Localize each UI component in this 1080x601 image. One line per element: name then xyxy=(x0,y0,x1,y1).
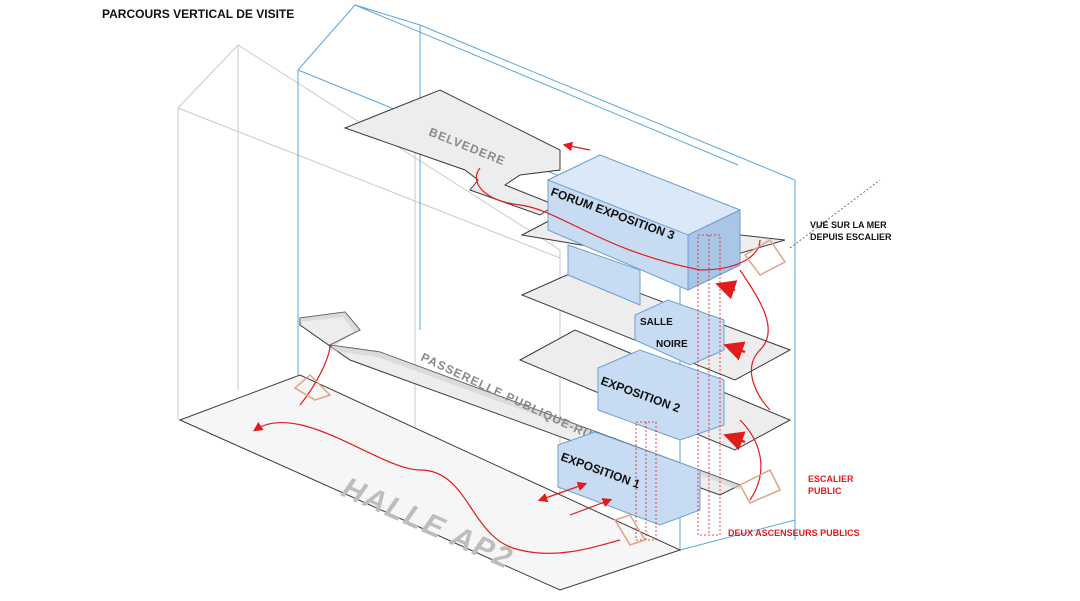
diagram-title: PARCOURS VERTICAL DE VISITE xyxy=(102,7,294,21)
salle-noire-label-2: NOIRE xyxy=(656,339,688,350)
stair-symbols xyxy=(293,238,787,546)
ascenseurs-note: DEUX ASCENSEURS PUBLICS xyxy=(728,528,860,538)
vue-note-line-1: VUE SUR LA MER xyxy=(810,220,887,230)
escalier-note-line-1: ESCALIER xyxy=(808,474,854,484)
belvedere-slab: BELVEDERE xyxy=(343,89,561,216)
entry-arrows xyxy=(715,280,746,451)
visitor-route xyxy=(253,141,771,554)
elevator-shafts xyxy=(635,234,721,541)
salle-noire-label-1: SALLE xyxy=(640,317,673,328)
escalier-note-line-2: PUBLIC xyxy=(808,486,842,496)
exposition-2-volume: EXPOSITION 2 xyxy=(597,349,725,441)
vue-note-line-2: DEPUIS ESCALIER xyxy=(810,232,892,242)
view-leader-line xyxy=(789,179,881,249)
